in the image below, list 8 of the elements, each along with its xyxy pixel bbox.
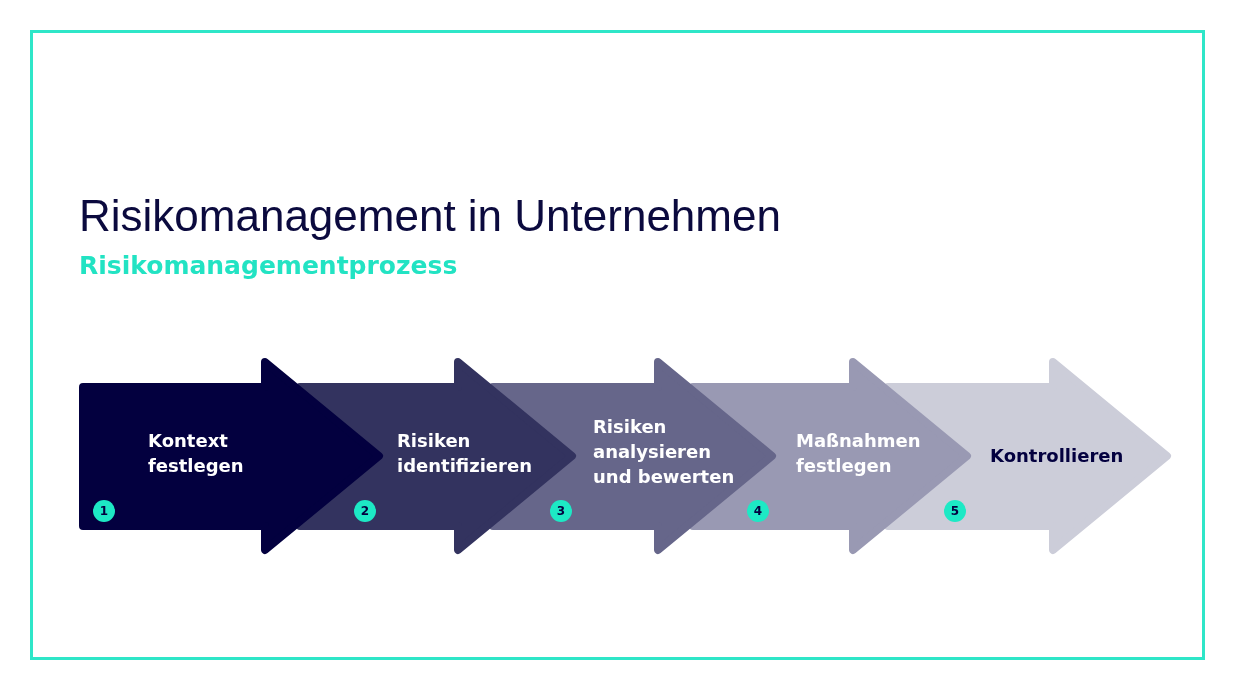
step-label: Kontext festlegen [148,429,245,478]
subtitle: Risikomanagementprozess [79,251,458,281]
step-label: Risiken analysieren und bewerten [593,414,736,489]
process-arrow [79,357,385,555]
step-label: Risiken identifizieren [397,429,533,478]
step-label: Kontrollieren [990,443,1125,468]
step-label: Maßnahmen festlegen [796,429,922,478]
title: Risikomanagement in Unternehmen [79,191,781,241]
